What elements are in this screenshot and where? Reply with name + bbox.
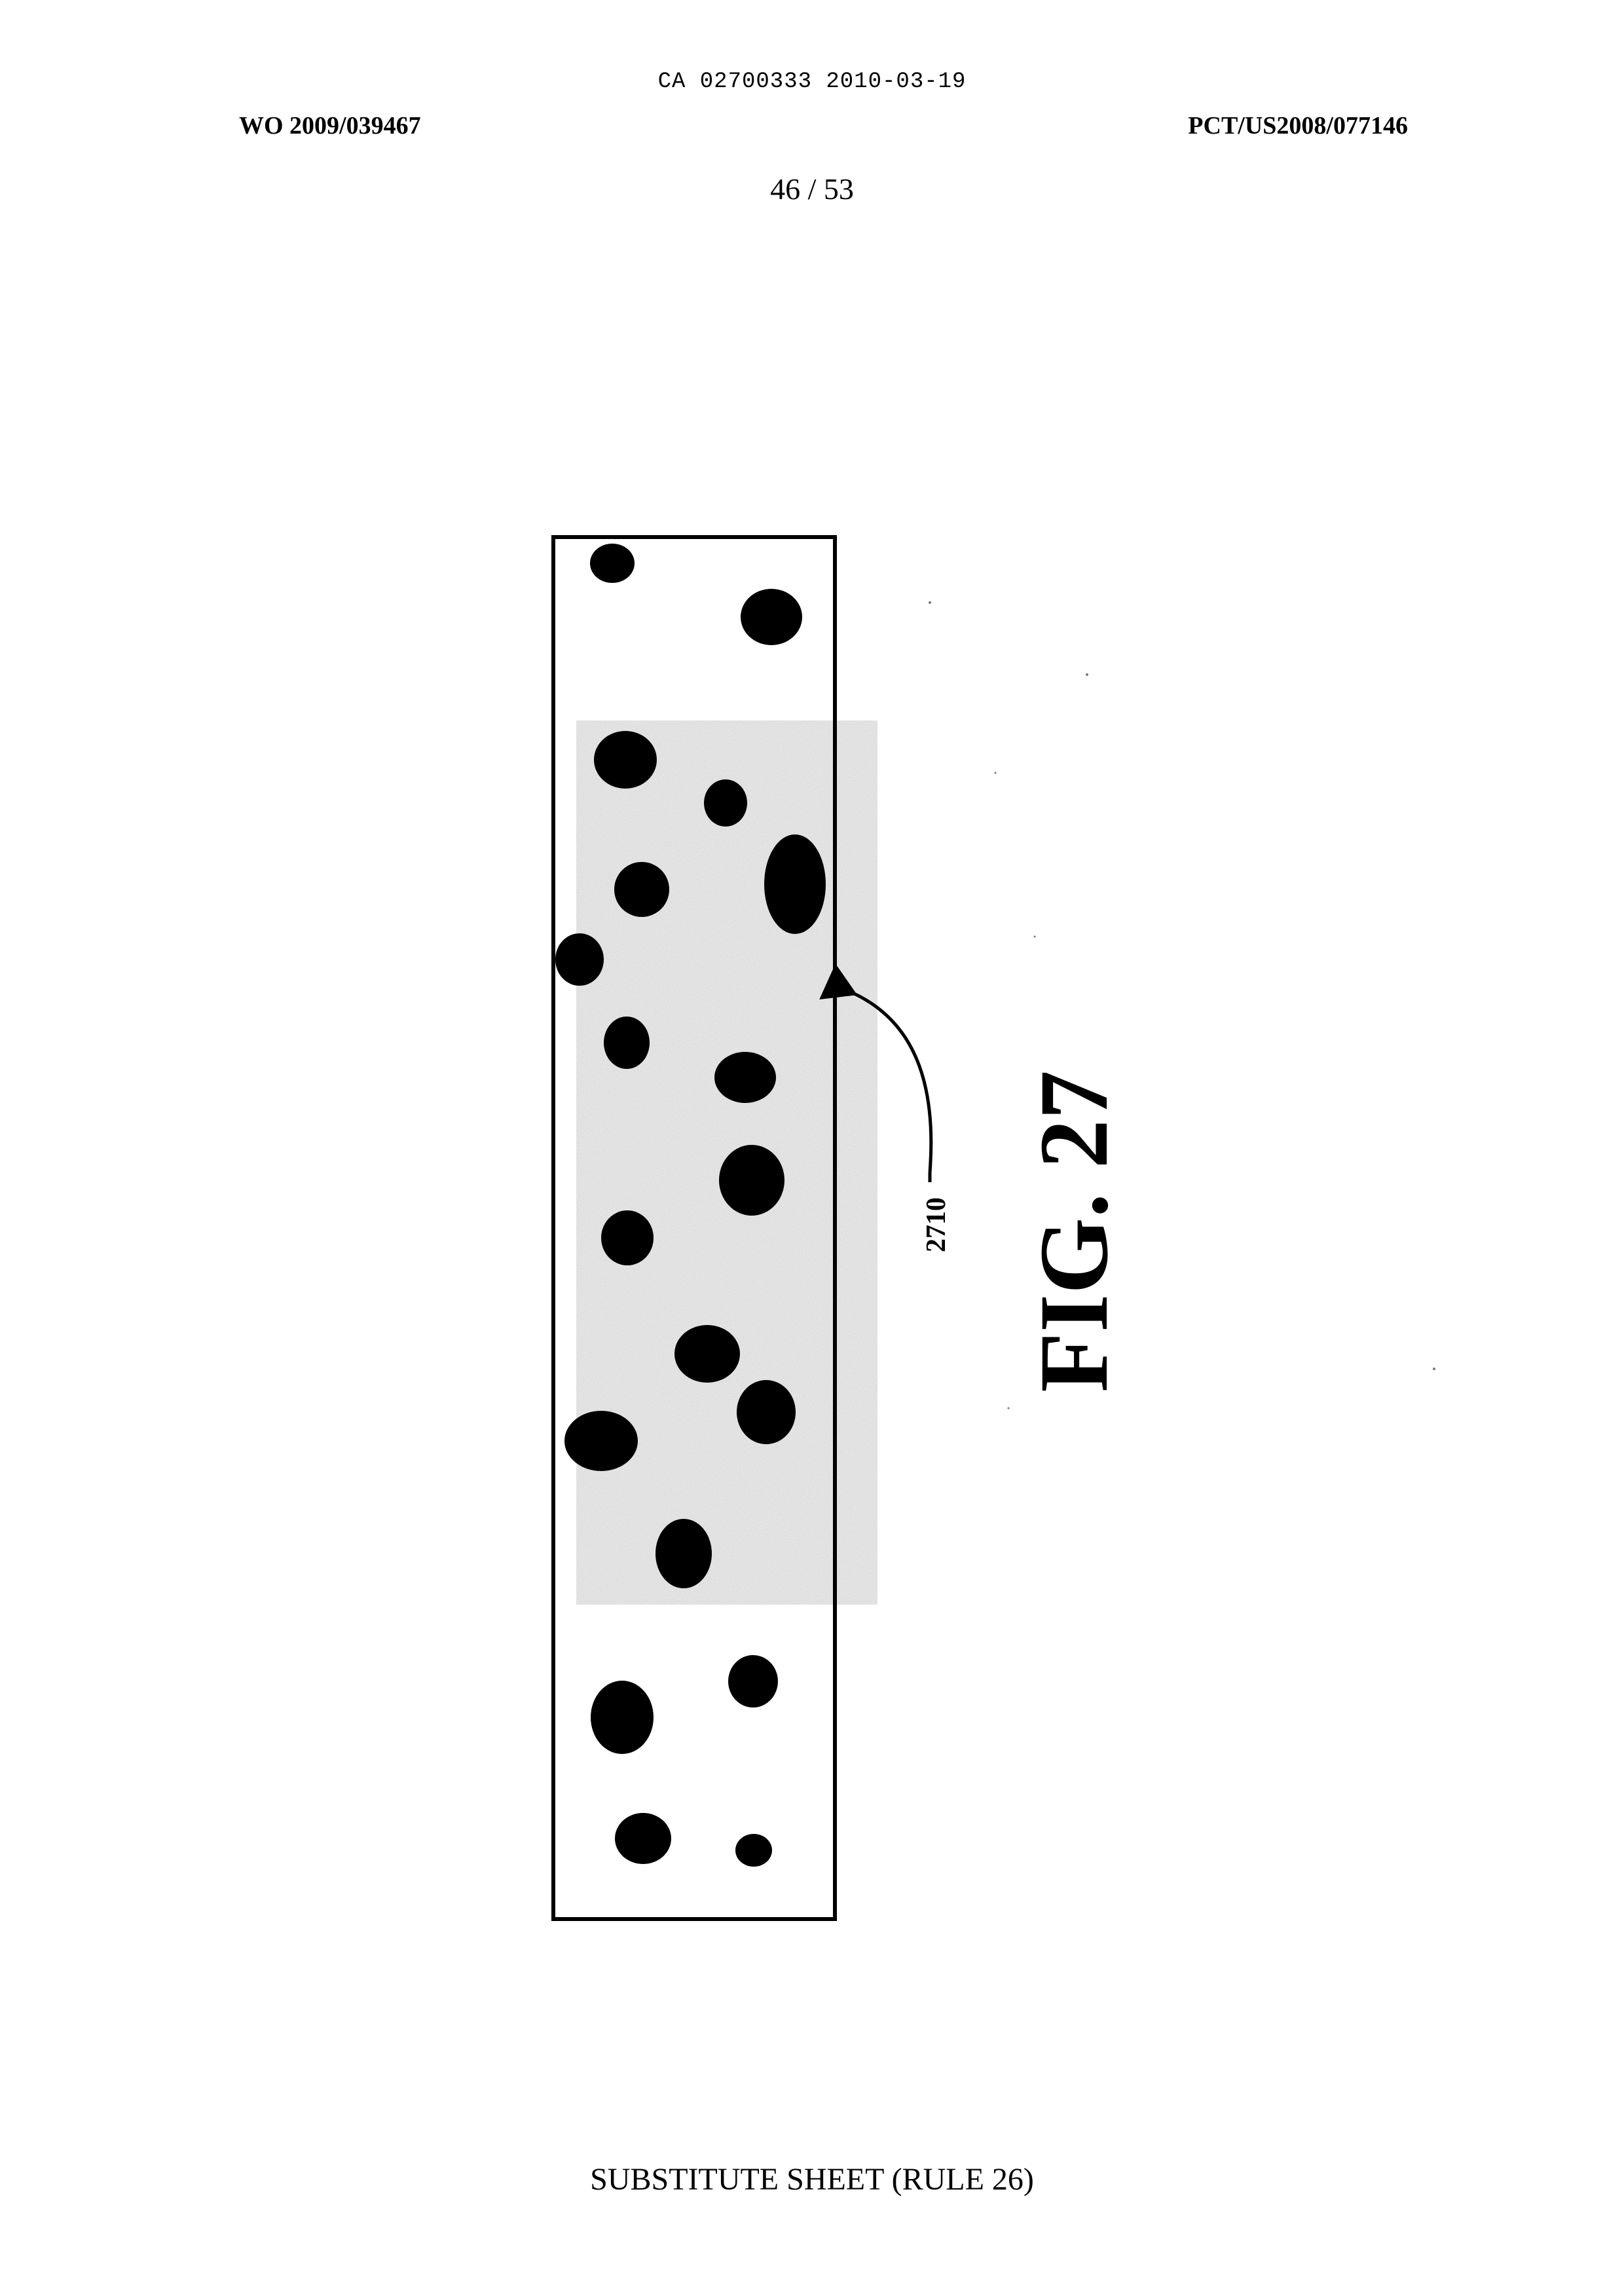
footer-text: SUBSTITUTE SHEET (RULE 26) — [0, 2161, 1624, 2197]
particle — [674, 1325, 740, 1383]
particle — [737, 1380, 796, 1444]
particle — [591, 1681, 654, 1754]
particle — [615, 1813, 671, 1864]
reference-numeral: 2710 — [921, 1197, 952, 1252]
particle — [719, 1145, 784, 1216]
particle — [764, 834, 826, 934]
particle — [655, 1519, 712, 1588]
particle — [601, 1210, 654, 1265]
figure-label: FIG. 27 — [1018, 1070, 1130, 1392]
particle — [555, 933, 604, 986]
particle — [714, 1052, 776, 1103]
particle — [735, 1834, 772, 1867]
particle — [564, 1411, 638, 1471]
particle — [741, 589, 802, 645]
particle — [614, 862, 669, 917]
particle — [594, 731, 657, 789]
particle — [728, 1655, 778, 1707]
particle — [704, 779, 747, 827]
particle — [604, 1017, 650, 1069]
particle — [590, 544, 635, 583]
scan-specks — [929, 601, 1435, 1409]
